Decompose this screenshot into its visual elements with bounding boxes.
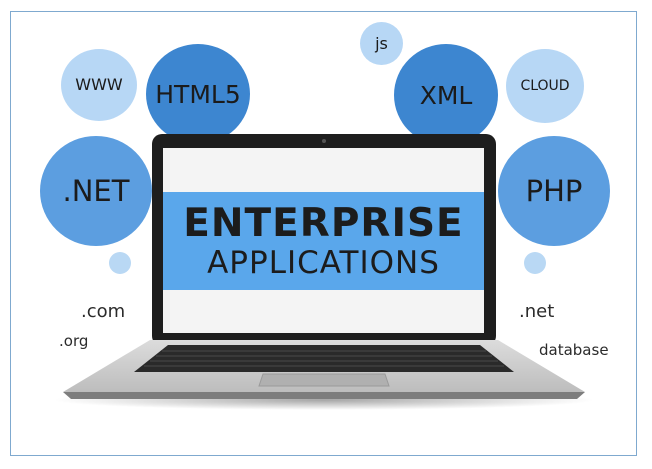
cloud-bubble: CLOUD [506, 49, 584, 123]
html5-bubble: HTML5 [146, 44, 250, 144]
net-bubble: .NET [40, 136, 152, 246]
php-label: PHP [525, 173, 583, 208]
php-bubble: PHP [498, 136, 610, 246]
trackpad [258, 373, 390, 387]
xml-bubble: XML [394, 44, 498, 146]
dot-net-label: .net [519, 301, 555, 322]
screen-title-line1: ENTERPRISE [183, 201, 464, 246]
xml-label: XML [419, 80, 473, 110]
screen-title-line2: APPLICATIONS [207, 245, 440, 281]
small-dot-left [109, 252, 131, 274]
dot-com-label: .com [81, 301, 126, 322]
cloud-label: CLOUD [520, 78, 570, 94]
screen-banner [163, 192, 484, 290]
www-bubble: WWW [61, 49, 137, 121]
keyboard [134, 345, 514, 372]
js-bubble: js [360, 22, 403, 65]
net-label: .NET [62, 173, 130, 208]
js-label: js [375, 33, 388, 53]
webcam [322, 139, 326, 143]
html5-label: HTML5 [155, 79, 241, 109]
database-label: database [539, 341, 609, 359]
small-dot-right [524, 252, 546, 274]
www-label: WWW [75, 75, 123, 94]
dot-org-label: .org [59, 332, 89, 350]
